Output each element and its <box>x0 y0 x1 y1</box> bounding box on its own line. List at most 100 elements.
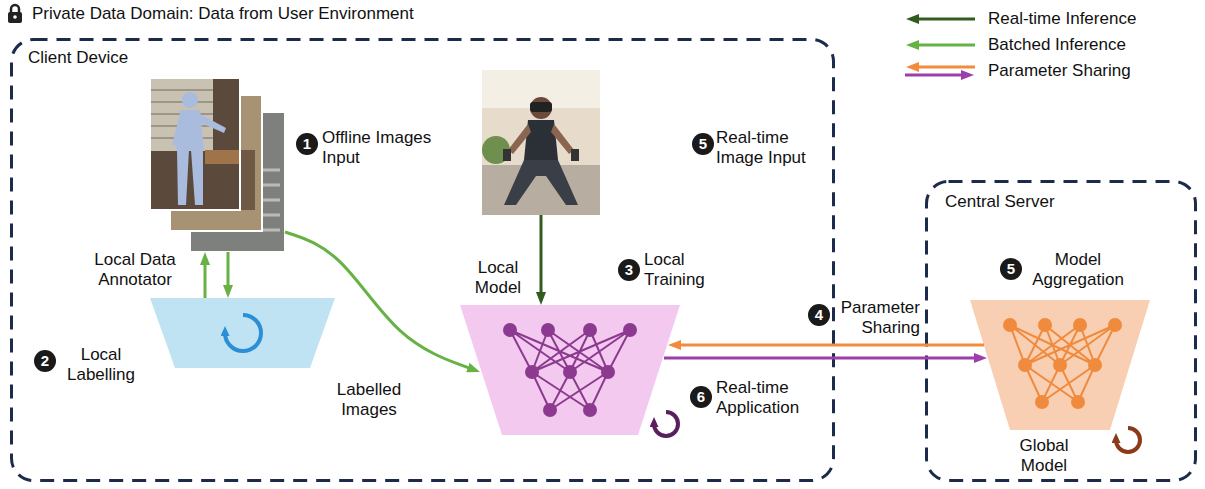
trapezoid-shape <box>150 298 335 368</box>
node-label-wrap: Local Labelling <box>60 345 142 385</box>
arm <box>172 114 184 146</box>
node-label: Global Model <box>1012 436 1076 476</box>
legend-line <box>915 44 975 47</box>
head <box>530 97 552 119</box>
photo <box>150 78 240 210</box>
node-label: Local Labelling <box>60 345 142 385</box>
legend-label: Batched Inference <box>988 35 1126 55</box>
client-region: Client DeviceOffline Images InputLocal D… <box>10 38 835 482</box>
callout-number-wrap: 4 <box>808 304 830 326</box>
node-label-wrap: Offline Images Input <box>322 128 447 168</box>
legs <box>177 150 203 205</box>
controller <box>571 149 579 161</box>
legend-label-wrap: Batched Inference <box>988 35 1126 55</box>
callout-number-wrap: 5 <box>692 133 714 155</box>
neuron <box>1073 318 1087 332</box>
neuron <box>583 403 597 417</box>
node-label: Model Aggregation <box>1026 250 1130 290</box>
callout-number: 3 <box>618 259 640 281</box>
vr-headset <box>530 102 552 112</box>
neuron <box>541 323 555 337</box>
callout-number: 5 <box>692 133 714 155</box>
callout-number: 2 <box>34 350 56 372</box>
legend-label-wrap: Parameter Sharing <box>988 61 1131 81</box>
edge-label: Parameter Sharing <box>836 298 920 338</box>
dashed-boundary <box>927 182 1196 481</box>
lock-icon <box>8 5 22 23</box>
neuron <box>1038 318 1052 332</box>
step-label-wrap: Local Training <box>644 250 719 290</box>
local-model: Local Model <box>460 305 680 435</box>
step-label: Local Training <box>644 250 719 290</box>
legend-label: Parameter Sharing <box>988 61 1131 81</box>
head <box>182 92 198 108</box>
neuron <box>563 365 577 379</box>
trapezoid-shape <box>970 300 1150 430</box>
node-label: Local Data Annotator <box>80 250 190 290</box>
offline-image-stack <box>150 78 285 252</box>
neuron <box>601 365 615 379</box>
neuron <box>583 323 597 337</box>
node-label: Client Device <box>28 48 128 68</box>
diagram-title: Private Data Domain: Data from User Envi… <box>32 4 414 24</box>
legend-line <box>915 66 975 69</box>
neuron <box>1088 358 1102 372</box>
table <box>205 150 239 164</box>
edge-label-wrap: Labelled Images <box>328 380 410 420</box>
callout-number-wrap: 3 <box>618 259 640 281</box>
legend-samples <box>905 19 975 75</box>
flow-arrow <box>540 215 543 296</box>
node-label: Central Server <box>945 192 1055 212</box>
legend-line <box>915 18 975 21</box>
legend-line <box>905 74 965 77</box>
callout-number: 1 <box>296 133 318 155</box>
node-label: Real-time Image Input <box>716 128 816 168</box>
node-label-wrap: Client Device <box>28 48 128 68</box>
lock-body <box>8 12 22 23</box>
callout-number-wrap: 1 <box>296 133 318 155</box>
callout-number-wrap: 6 <box>690 386 712 408</box>
annotator-model: Local Data AnnotatorLocal Labelling <box>150 298 335 368</box>
legend-label: Real-time Inference <box>988 9 1136 29</box>
neuron <box>623 323 637 337</box>
arms <box>508 124 574 154</box>
legend-label-wrap: Real-time Inference <box>988 9 1136 29</box>
global-model: Model AggregationGlobal Model <box>970 300 1150 430</box>
legs <box>504 160 578 205</box>
controller <box>503 149 511 161</box>
callout-number-wrap: 5 <box>1000 258 1022 280</box>
image-stack: Offline Images Input <box>150 78 285 252</box>
realtime-photo <box>482 70 600 215</box>
torso <box>524 120 558 160</box>
node-label-wrap: Model Aggregation <box>1026 250 1130 290</box>
node-label: Offline Images Input <box>322 128 447 168</box>
node-label-wrap: Local Data Annotator <box>80 250 190 290</box>
edge-label-wrap: Parameter Sharing <box>836 298 920 338</box>
node-label-wrap: Central Server <box>945 192 1055 212</box>
flow-arrow <box>677 344 984 347</box>
callout-number: 4 <box>808 304 830 326</box>
plant <box>482 136 510 164</box>
server-region: Central ServerModel AggregationGlobal Mo… <box>925 180 1197 482</box>
flow-arrow <box>664 357 978 360</box>
lock-keyhole <box>13 15 17 19</box>
neuron <box>1003 318 1017 332</box>
dashed-boundary <box>12 40 834 481</box>
node-label-wrap: Local Model <box>466 258 530 298</box>
step-label: Real-time Application <box>716 378 821 418</box>
neuron <box>1053 358 1067 372</box>
neuron <box>503 323 517 337</box>
lock-shackle <box>11 5 19 13</box>
neuron <box>543 403 557 417</box>
local-model-outline <box>460 305 680 435</box>
node-label-wrap: Real-time Image Input <box>716 128 816 168</box>
flow-arrow <box>204 261 207 298</box>
neuron <box>525 365 539 379</box>
neuron <box>1035 395 1049 409</box>
photo <box>482 70 600 215</box>
flow-arrow <box>227 252 230 289</box>
global-model-outline <box>970 300 1150 430</box>
window <box>151 79 213 151</box>
callout-number: 5 <box>1000 258 1022 280</box>
diagram-title-wrap: Private Data Domain: Data from User Envi… <box>32 4 414 24</box>
